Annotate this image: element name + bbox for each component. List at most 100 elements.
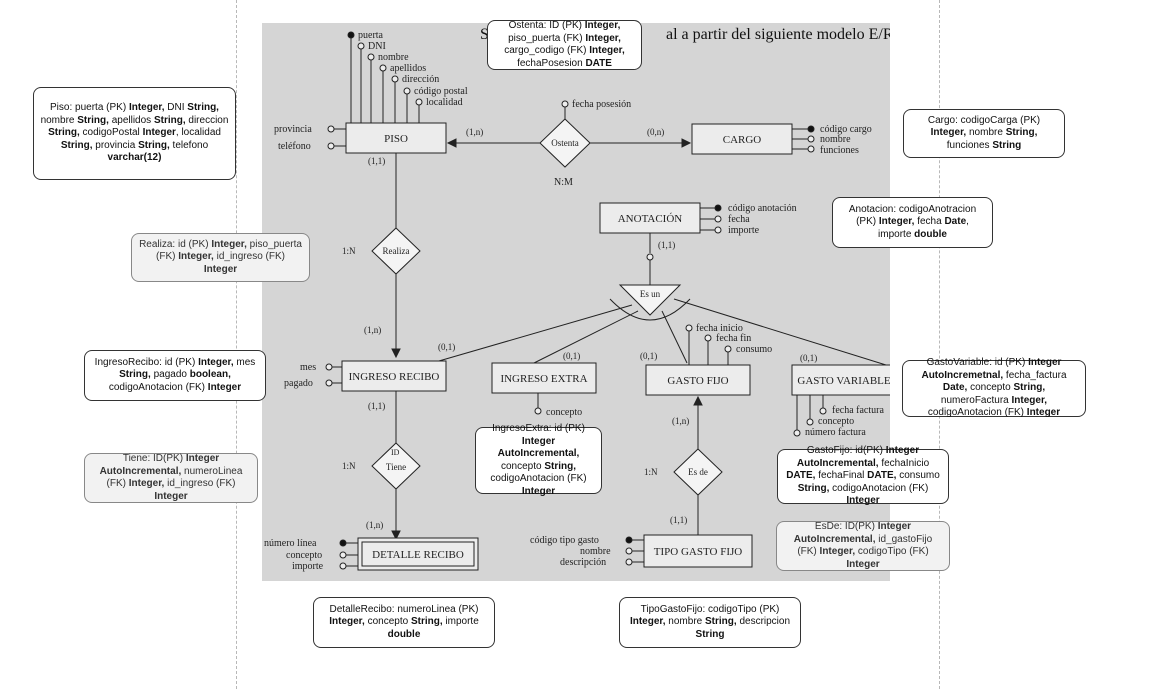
note-type-text: Integer, — [584, 20, 621, 31]
note-tipo-gasto-fijo-text: TipoGastoFijo: codigoTipo (PK) Integer, … — [626, 604, 794, 642]
attr-cargo-funciones: funciones — [820, 145, 859, 156]
note-type-text: String, — [797, 482, 830, 494]
note-field-text: Cargo: codigoCarga (PK) — [927, 114, 1041, 126]
note-type-text: Integer, — [128, 102, 165, 114]
note-type-text: String, — [410, 616, 443, 628]
card-gastofijo-esde: (1,n) — [672, 416, 689, 426]
note-type-text: Integer, — [329, 616, 365, 628]
note-ostenta: Ostenta: ID (PK) Integer, piso_puerta (F… — [487, 20, 642, 70]
note-type-text: Integer, — [585, 32, 621, 44]
attr-fecha-factura: fecha factura — [832, 405, 884, 416]
attr-apellidos: apellidos — [390, 63, 426, 74]
entity-gasto-fijo-label: GASTO FIJO — [667, 375, 728, 387]
note-field-text: GastoVariable: id (PK) — [926, 357, 1029, 369]
note-field-text: fechaPosesion — [517, 57, 586, 69]
attr-tiene-id: ID — [391, 448, 400, 457]
note-field-text: numeroLinea (FK) — [106, 465, 243, 490]
relation-es-de-label: Es de — [688, 467, 708, 477]
note-field-text: codigoAnotacion (FK) — [829, 482, 929, 494]
note-gasto-fijo-text: GastoFijo: id(PK) Integer AutoIncrementa… — [784, 445, 942, 508]
note-field-text: fecha_factura — [1003, 369, 1067, 381]
note-type-text: Integer — [1026, 407, 1061, 419]
note-type-text: String, — [705, 616, 737, 628]
note-type-text: String, — [119, 369, 151, 381]
note-type-text: Integer, — [128, 478, 165, 489]
note-field-text: TipoGastoFijo: codigoTipo (PK) — [640, 603, 780, 615]
note-gasto-variable: GastoVariable: id (PK) Integer AutoIncre… — [902, 357, 1086, 419]
note-type-text: String, — [48, 127, 80, 139]
card-realiza-type: 1:N — [342, 246, 356, 256]
card-esun-gasto-variable: (0,1) — [800, 353, 817, 363]
attr-mes: mes — [300, 362, 316, 373]
note-type-text: String, — [60, 139, 93, 151]
note-anotacion-text: Anotacion: codigoAnotracion (PK) Integer… — [839, 204, 986, 242]
card-piso-realiza: (1,1) — [368, 156, 385, 166]
note-type-text: DATE — [585, 57, 612, 69]
note-field-text: Piso: puerta (PK) — [50, 102, 129, 114]
attr-localidad: localidad — [426, 97, 463, 108]
note-field-text: codigoAnotacion (FK) — [490, 473, 587, 484]
attr-consumo: consumo — [736, 344, 772, 355]
note-type-text: Integer, — [1011, 394, 1048, 406]
note-type-text: Integer, — [178, 251, 214, 263]
note-type-text: Integer, — [930, 127, 967, 139]
note-field-text: descripcion — [736, 616, 791, 628]
attr-puerta: puerta — [358, 30, 384, 41]
note-type-text: String, — [77, 114, 109, 126]
note-type-text: DATE, — [786, 470, 816, 482]
note-type-text: Integer, — [878, 216, 915, 228]
note-type-text: boolean, — [189, 369, 231, 381]
entity-cargo-label: CARGO — [723, 134, 762, 146]
note-type-text: String, — [1013, 382, 1046, 394]
note-type-text: double — [387, 628, 421, 640]
note-type-text: Integer, — [629, 616, 666, 628]
note-ostenta-text: Ostenta: ID (PK) Integer, piso_puerta (F… — [494, 20, 635, 70]
note-tipo-gasto-fijo: TipoGastoFijo: codigoTipo (PK) Integer, … — [619, 597, 801, 648]
entity-ingreso-recibo — [341, 360, 447, 392]
attr-dni: DNI — [368, 41, 386, 52]
note-type-text: varchar(12) — [107, 152, 162, 164]
note-field-text: importe — [442, 616, 479, 628]
note-realiza-text: Realiza: id (PK) Integer, piso_puerta (F… — [138, 239, 303, 277]
entity-piso — [345, 122, 447, 154]
entity-ingreso-extra — [491, 362, 597, 394]
note-ingreso-recibo-text: IngresoRecibo: id (PK) Integer, mes Stri… — [91, 357, 259, 395]
note-type-text: String, — [1005, 127, 1038, 139]
card-esde-tipo: (1,1) — [670, 515, 687, 525]
note-type-text: double — [914, 228, 947, 240]
note-type-text: String, — [187, 102, 219, 114]
note-field-text: Tiene: ID(PK) — [122, 453, 186, 464]
card-ingreso-tiene: (1,1) — [368, 401, 385, 411]
note-type-text: Integer AutoIncremental, — [796, 445, 920, 469]
note-field-text: Anotacion: codigoAnotracion (PK) — [848, 203, 977, 228]
relation-realiza-label: Realiza — [383, 246, 410, 256]
note-type-text: Integer — [207, 381, 242, 393]
note-type-text: Integer — [521, 485, 556, 497]
attr-codigo-tipo-gasto: código tipo gasto — [530, 535, 599, 546]
note-field-text: id_ingreso (FK) — [164, 478, 236, 489]
note-type-text: String — [992, 139, 1022, 151]
note-field-text: Realiza: id (PK) — [139, 238, 212, 250]
note-type-text: Integer AutoIncremental, — [497, 435, 580, 460]
piso-attribute-lines — [347, 31, 423, 123]
note-field-text: codigoPostal — [79, 127, 143, 139]
note-type-text: Integer — [142, 127, 176, 139]
note-type-text: String — [695, 628, 725, 640]
attr-ingreso-extra-concepto: concepto — [546, 407, 582, 418]
note-type-text: String, — [544, 460, 577, 472]
note-tiene-text: Tiene: ID(PK) Integer AutoIncremental, n… — [91, 453, 251, 503]
entity-tipo-gasto-fijo — [643, 534, 753, 568]
attr-tipo-gasto-nombre: nombre — [580, 546, 611, 557]
entity-cargo — [691, 123, 793, 155]
note-field-text: , importe — [878, 216, 969, 240]
scan-title-prefix: S — [480, 26, 489, 43]
note-type-text: String, — [153, 114, 186, 126]
relation-ostenta-label: Ostenta — [551, 138, 579, 148]
entity-detalle-recibo — [357, 537, 479, 571]
attr-codigo-cargo: código cargo — [820, 124, 872, 135]
attr-anotacion-importe: importe — [728, 225, 760, 236]
note-field-text: codigoTipo (FK) — [855, 546, 929, 557]
note-field-text: telefono — [169, 139, 209, 151]
note-piso-text: Piso: puerta (PK) Integer, DNI String, n… — [40, 102, 229, 165]
note-piso: Piso: puerta (PK) Integer, DNI String, n… — [33, 87, 236, 180]
